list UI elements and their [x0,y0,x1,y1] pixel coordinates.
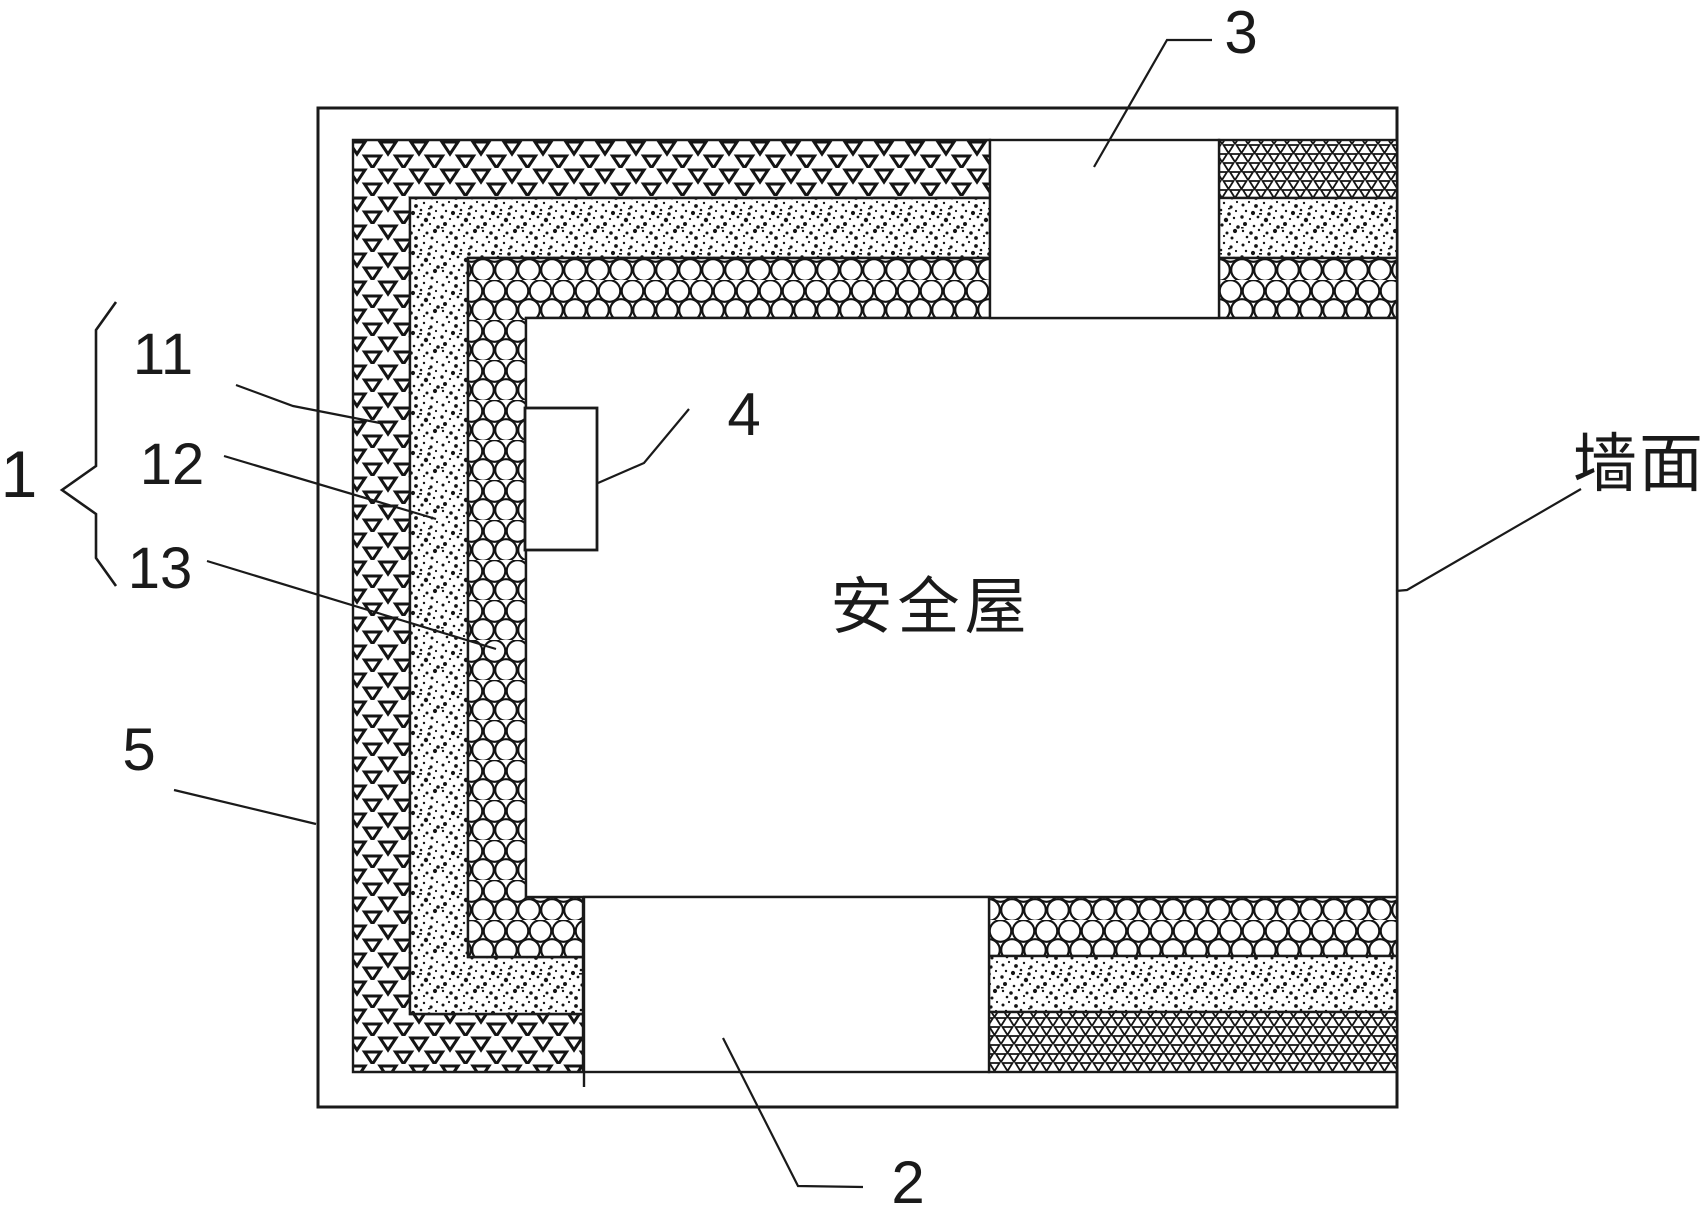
wall-surface-label: 墙面 [1573,428,1703,500]
label-bottom-opening-2: 2 [891,1149,924,1208]
top-opening [988,138,1221,320]
top-right-layer-12 [1217,196,1399,260]
mounted-box [523,406,599,552]
top-right-layer-13 [1217,256,1399,320]
leader-4 [597,408,690,485]
leader-12 [223,454,437,521]
leader-11 [235,383,381,425]
group-brace [59,301,118,587]
label-group-1: 1 [1,437,38,511]
bottom-right-layer-12 [987,954,1399,1014]
bottom-right-layer-13 [987,895,1399,958]
leader-wall [1395,488,1582,593]
leader-5 [173,788,317,826]
top-right-layer-11 [1217,138,1399,200]
label-cavity-5: 5 [122,716,155,783]
label-box-4: 4 [727,381,760,448]
bottom-opening [582,895,991,1074]
bottom-right-layer-11 [987,1010,1399,1074]
leader-2 [722,1037,864,1189]
label-top-opening-3: 3 [1224,0,1257,66]
label-layer-13: 13 [128,536,193,601]
label-layer-12: 12 [140,432,205,497]
leader-3 [1093,38,1212,168]
leader-13 [206,559,497,651]
label-layer-11: 11 [133,322,193,387]
safe-room-area [524,316,1399,899]
safe-room-title: 安全屋 [830,573,1031,642]
